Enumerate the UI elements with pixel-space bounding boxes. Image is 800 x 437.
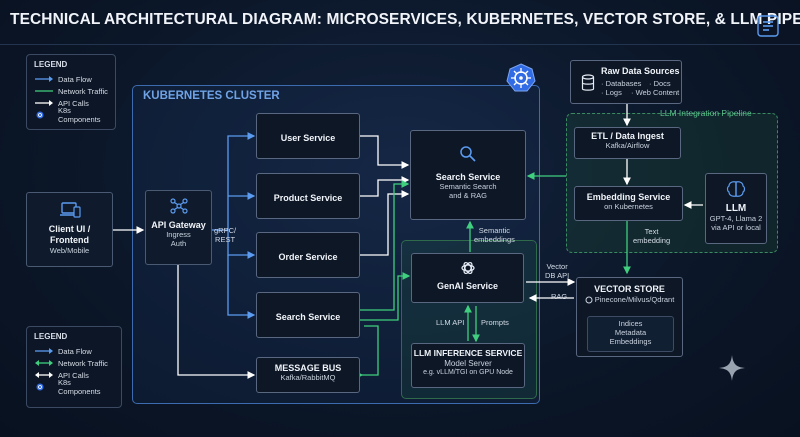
- llm-deploy: via API or local: [711, 223, 761, 232]
- search-service-box: Search Service: [256, 292, 360, 338]
- legend-item-k8s: K8s Components: [34, 378, 114, 396]
- diagram-title: TECHNICAL ARCHITECTURAL DIAGRAM: MICROSE…: [10, 11, 800, 28]
- llm-api-label: LLM API: [436, 318, 465, 327]
- gateway-auth: Auth: [170, 239, 187, 248]
- llm-box: LLM GPT-4, Llama 2 via API or local: [705, 173, 767, 244]
- search-main-sub2: and & RAG: [449, 191, 487, 200]
- vector-contents-box: Indices Metadata Embeddings: [587, 316, 674, 352]
- gateway-ingress: Ingress: [166, 230, 191, 239]
- product-service-box: Product Service: [256, 173, 360, 219]
- client-title: Client UI / Frontend: [48, 224, 91, 245]
- green-double-arrow-icon: [35, 360, 53, 366]
- legend-top: LEGEND Data Flow Network Traffic API Cal…: [26, 54, 116, 130]
- embedding-service-box: Embedding Service on Kubernetes: [574, 186, 683, 221]
- green-line-icon: [35, 90, 53, 92]
- k8s-icon: [36, 111, 44, 119]
- document-settings-icon: [757, 15, 779, 37]
- k8s-icon: [36, 383, 44, 391]
- blue-arrow-icon: [35, 348, 53, 354]
- sparkle-icon: [719, 355, 745, 381]
- etl-sub: Kafka/Airflow: [605, 141, 650, 150]
- legend-heading: LEGEND: [34, 60, 68, 69]
- inference-title: LLM INFERENCE SERVICE: [413, 348, 523, 358]
- vector-indices: Indices: [618, 319, 643, 328]
- laptop-phone-icon: [59, 202, 81, 218]
- brain-icon: [726, 181, 746, 197]
- embedding-sub: on Kubernetes: [604, 202, 653, 211]
- gateway-title: API Gateway: [151, 220, 206, 230]
- raw-logs: · Logs: [601, 88, 622, 97]
- legend-bottom: LEGEND Data Flow Network Traffic API Cal…: [26, 326, 122, 408]
- pinecone-icon: [585, 296, 593, 303]
- vector-provider-row: Pinecone/Milvus/Qdrant: [577, 295, 682, 304]
- legend-item-api: API Calls: [34, 369, 114, 381]
- legend-item-network: Network Traffic: [34, 85, 108, 97]
- title-bar: TECHNICAL ARCHITECTURAL DIAGRAM: MICROSE…: [0, 0, 800, 45]
- search-main-sub1: Semantic Search: [439, 182, 497, 191]
- raw-databases: · Databases: [601, 79, 642, 88]
- llm-inference-box: LLM INFERENCE SERVICE Model Server e.g. …: [411, 343, 525, 388]
- grpc-rest-label: gRPC/ REST: [214, 226, 237, 244]
- white-double-arrow-icon: [35, 372, 53, 378]
- rag-label: RAG: [551, 292, 568, 301]
- search-main-title: Search Service: [435, 172, 501, 182]
- order-service-box: Order Service: [256, 232, 360, 278]
- vector-db-api-label: Vector DB API: [545, 262, 570, 280]
- user-service-box: User Service: [256, 113, 360, 159]
- llm-title: LLM: [725, 203, 747, 214]
- prompts-label: Prompts: [481, 318, 509, 327]
- vector-title: VECTOR STORE: [594, 284, 665, 294]
- legend-item-network: Network Traffic: [34, 357, 114, 369]
- legend-item-api: API Calls: [34, 97, 108, 109]
- llm-models: GPT-4, Llama 2: [709, 214, 763, 223]
- semantic-search-box: Search Service Semantic Search and & RAG: [410, 130, 526, 220]
- vector-store-box: VECTOR STORE Pinecone/Milvus/Qdrant Indi…: [576, 277, 683, 357]
- database-icon: [581, 74, 595, 91]
- legend-heading: LEGEND: [34, 332, 68, 341]
- pipeline-label: LLM Integration Pipeline: [660, 108, 752, 118]
- vector-sub: Pinecone/Milvus/Qdrant: [594, 295, 675, 304]
- text-embedding-label: Text embedding: [633, 227, 671, 245]
- legend-item-k8s: K8s Components: [34, 106, 108, 124]
- message-bus-sub: Kafka/RabbitMQ: [280, 373, 336, 382]
- kubernetes-logo-icon: [506, 63, 536, 92]
- etl-box: ETL / Data Ingest Kafka/Airflow: [574, 127, 681, 159]
- cluster-label: KUBERNETES CLUSTER: [143, 90, 280, 102]
- blue-arrow-icon: [35, 76, 53, 82]
- raw-title: Raw Data Sources: [601, 66, 680, 76]
- legend-item-data-flow: Data Flow: [34, 345, 114, 357]
- inference-sub1: Model Server: [444, 359, 492, 368]
- client-frontend-box: Client UI / Frontend Web/Mobile: [26, 192, 113, 267]
- message-bus-title: MESSAGE BUS: [274, 363, 342, 373]
- white-arrow-icon: [35, 100, 53, 106]
- raw-docs: · Docs: [649, 79, 671, 88]
- etl-title: ETL / Data Ingest: [591, 131, 664, 141]
- genai-title: GenAI Service: [436, 281, 499, 291]
- raw-web: · Web Content: [631, 88, 680, 97]
- raw-data-sources-box: Raw Data Sources · Databases · Docs · Lo…: [570, 60, 682, 104]
- legend-item-data-flow: Data Flow: [34, 73, 108, 85]
- gateway-network-icon: [169, 198, 188, 214]
- api-gateway-box: API Gateway Ingress Auth: [145, 190, 212, 265]
- magnifier-icon: [460, 146, 476, 162]
- client-subtitle: Web/Mobile: [49, 246, 90, 255]
- openai-logo-icon: [460, 261, 475, 275]
- genai-service-box: GenAI Service: [411, 253, 524, 303]
- vector-metadata: Metadata: [614, 328, 647, 337]
- embedding-title: Embedding Service: [586, 192, 671, 202]
- message-bus-box: MESSAGE BUS Kafka/RabbitMQ: [256, 357, 360, 393]
- inference-sub2: e.g. vLLM/TGI on GPU Node: [423, 369, 513, 376]
- vector-embeddings: Embeddings: [609, 337, 652, 346]
- semantic-embeddings-label: Semantic embeddings: [474, 226, 515, 244]
